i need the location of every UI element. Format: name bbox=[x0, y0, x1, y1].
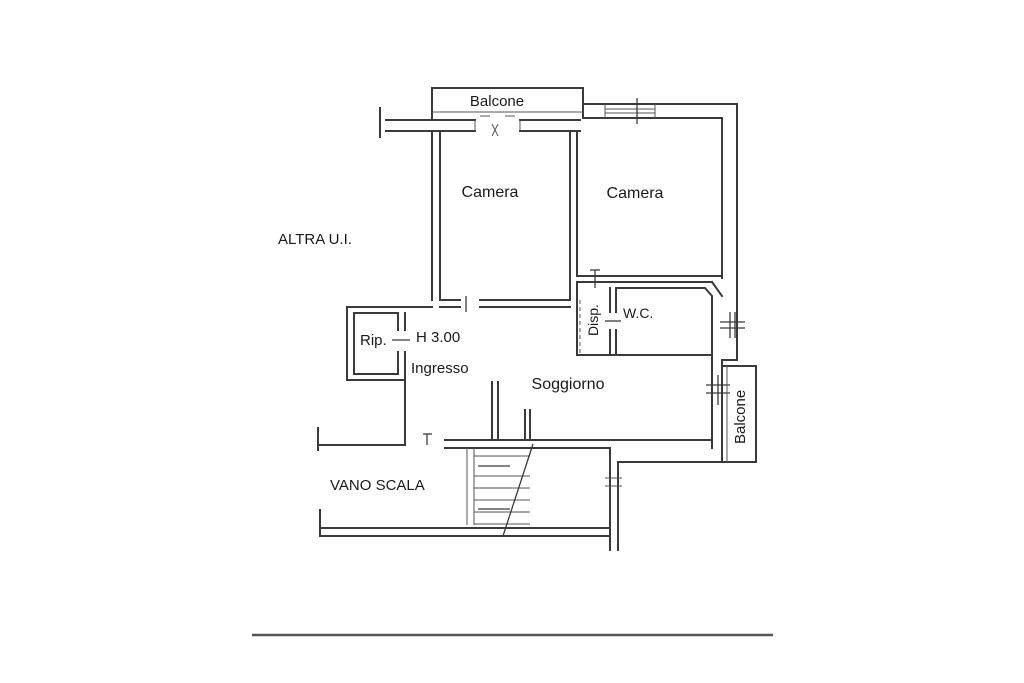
service-walls bbox=[576, 280, 745, 356]
balcony-right bbox=[721, 365, 757, 463]
label-rip: Rip. bbox=[360, 332, 387, 349]
wall-right-bedroom bbox=[582, 98, 738, 361]
stair-walls bbox=[317, 427, 723, 551]
bedroom-left-walls bbox=[431, 130, 578, 312]
wall-top-left bbox=[379, 107, 581, 138]
label-balcone-top: Balcone bbox=[470, 93, 524, 110]
label-ingresso: Ingresso bbox=[411, 360, 469, 377]
label-balcone-right: Balcone bbox=[732, 390, 749, 444]
label-altra-ui: ALTRA U.I. bbox=[278, 231, 352, 248]
label-soggiorno: Soggiorno bbox=[532, 376, 605, 393]
bedroom-right-bottom bbox=[576, 269, 723, 288]
label-camera-left: Camera bbox=[462, 184, 519, 201]
label-camera-right: Camera bbox=[607, 185, 664, 202]
label-disp: Disp. bbox=[585, 304, 601, 336]
storage-walls bbox=[346, 306, 433, 446]
living-walls bbox=[491, 354, 738, 463]
label-wc: W.C. bbox=[623, 305, 653, 321]
label-vano-scala: VANO SCALA bbox=[330, 477, 425, 494]
label-height: H 3.00 bbox=[416, 329, 460, 346]
